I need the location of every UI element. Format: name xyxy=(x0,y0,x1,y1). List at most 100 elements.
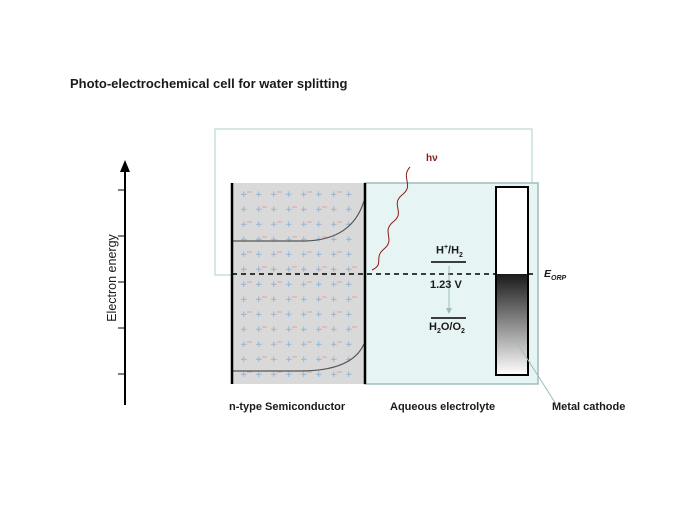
donor-charge: + xyxy=(255,205,263,215)
donor-charge: + xyxy=(270,340,278,350)
donor-charge: + xyxy=(345,250,353,260)
donor-charge: + xyxy=(240,370,248,380)
donor-charge: + xyxy=(270,235,278,245)
donor-charge: + xyxy=(315,310,323,320)
photon-wave xyxy=(371,166,411,271)
donor-charge: + xyxy=(285,190,293,200)
donor-charge: + xyxy=(345,310,353,320)
donor-charge: + xyxy=(270,280,278,290)
donor-charge: + xyxy=(300,340,308,350)
donor-charge: + xyxy=(285,265,293,275)
donor-charge: + xyxy=(300,370,308,380)
donor-charge: + xyxy=(240,190,248,200)
donor-charge: + xyxy=(285,280,293,290)
donor-charge: + xyxy=(270,190,278,200)
donor-charge: + xyxy=(330,205,338,215)
donor-charge: + xyxy=(300,190,308,200)
donor-charge: + xyxy=(300,310,308,320)
conduction-band-edge xyxy=(232,200,365,242)
donor-charge: + xyxy=(330,250,338,260)
donor-charge: + xyxy=(345,370,353,380)
donor-charge: + xyxy=(285,250,293,260)
donor-charge: + xyxy=(345,235,353,245)
donor-charge: + xyxy=(330,310,338,320)
donor-charge: + xyxy=(330,325,338,335)
voltage-label: 1.23 V xyxy=(430,279,462,291)
electrolyte-label: Aqueous electrolyte xyxy=(390,401,496,413)
donor-charge: + xyxy=(270,325,278,335)
donor-charge: + xyxy=(255,190,263,200)
donor-charge: + xyxy=(330,280,338,290)
energy-axis-arrowhead xyxy=(120,160,130,172)
donor-charge: + xyxy=(315,325,323,335)
donor-charge: + xyxy=(255,250,263,260)
donor-charge: + xyxy=(285,325,293,335)
donor-charge: + xyxy=(240,340,248,350)
donor-charge: + xyxy=(315,190,323,200)
donor-charge: + xyxy=(330,355,338,365)
donor-charge: + xyxy=(255,370,263,380)
donor-charge: + xyxy=(285,370,293,380)
cathode-lower xyxy=(496,274,528,375)
donor-charge: + xyxy=(300,325,308,335)
donor-charge: + xyxy=(345,325,353,335)
donor-charge: + xyxy=(315,220,323,230)
donor-charge: + xyxy=(255,295,263,305)
donor-charge: + xyxy=(345,220,353,230)
donor-charge: + xyxy=(300,250,308,260)
potential-gap-arrowhead xyxy=(446,308,452,314)
donor-charge: + xyxy=(285,310,293,320)
donor-charge: + xyxy=(240,220,248,230)
donor-charge: + xyxy=(345,280,353,290)
valence-band-edge xyxy=(232,343,365,372)
cathode-upper xyxy=(496,187,528,274)
donor-charge: + xyxy=(315,370,323,380)
semiconductor-label: n-type Semiconductor xyxy=(229,401,346,413)
donor-charge: + xyxy=(345,295,353,305)
donor-charge: + xyxy=(240,325,248,335)
donor-charge: + xyxy=(255,235,263,245)
donor-charge: + xyxy=(300,295,308,305)
donor-charge: + xyxy=(285,355,293,365)
donor-charge: + xyxy=(270,265,278,275)
donor-charge: + xyxy=(255,220,263,230)
cathode-pointer xyxy=(513,337,557,405)
donor-charge: + xyxy=(315,340,323,350)
donor-charge: + xyxy=(255,265,263,275)
donor-charge: + xyxy=(315,280,323,290)
energy-axis-label: Electron energy xyxy=(105,234,119,322)
donor-charge: + xyxy=(300,280,308,290)
donor-charge: + xyxy=(300,355,308,365)
donor-charge: + xyxy=(345,340,353,350)
donor-charge: + xyxy=(315,265,323,275)
donor-charge: + xyxy=(330,295,338,305)
photon-label: hν xyxy=(426,153,438,164)
donor-charge: + xyxy=(240,265,248,275)
donor-charge: + xyxy=(285,235,293,245)
donor-charge: + xyxy=(330,220,338,230)
donor-charge: + xyxy=(270,355,278,365)
donor-charge: + xyxy=(300,220,308,230)
energy-axis-ticks xyxy=(118,189,125,375)
donor-charge: + xyxy=(330,340,338,350)
donor-charge: + xyxy=(240,280,248,290)
donor-charge: + xyxy=(285,205,293,215)
diagram-title: Photo-electrochemical cell for water spl… xyxy=(70,76,348,91)
o-couple-label: H2O/O2 xyxy=(429,321,465,336)
donor-charge: + xyxy=(240,235,248,245)
donor-charge: + xyxy=(240,250,248,260)
donor-charge: + xyxy=(255,340,263,350)
donor-charge: + xyxy=(270,250,278,260)
donor-charge: + xyxy=(300,235,308,245)
donor-charge: + xyxy=(330,235,338,245)
donor-charge: + xyxy=(270,220,278,230)
donor-charge: + xyxy=(330,370,338,380)
donor-charge: + xyxy=(330,265,338,275)
donor-charge: + xyxy=(270,295,278,305)
donor-charge: + xyxy=(240,205,248,215)
donor-charge: + xyxy=(285,340,293,350)
donor-charge: + xyxy=(300,265,308,275)
donor-charge: + xyxy=(240,355,248,365)
